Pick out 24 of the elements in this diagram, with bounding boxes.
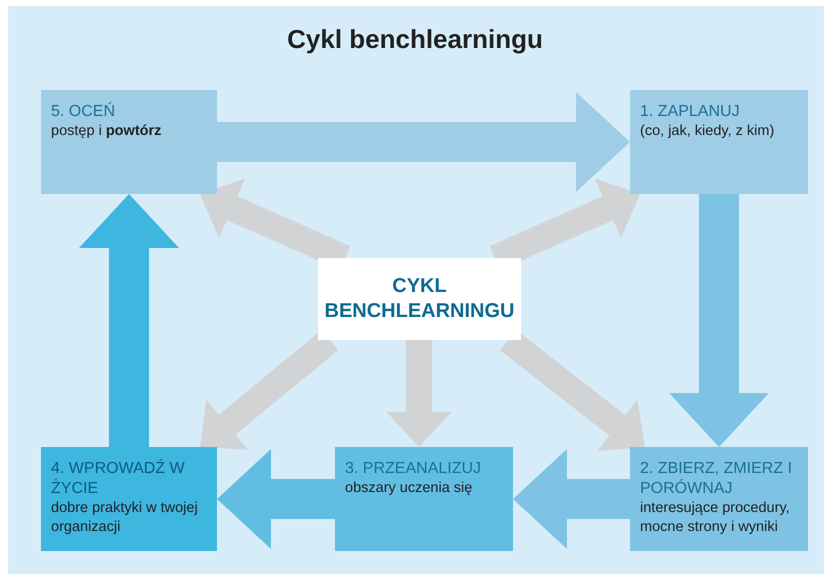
step-heading: CYKL BENCHLEARNINGU <box>324 274 514 324</box>
step-description: obszary uczenia się <box>345 479 474 498</box>
step-description: postęp i powtórz <box>51 122 162 141</box>
block-arrow <box>513 449 630 549</box>
step-box <box>41 90 217 194</box>
center-box <box>318 258 521 340</box>
step-heading: 2. ZBIERZ, ZMIERZ I PORÓWNAJ <box>640 459 794 499</box>
diagram-title: Cykl benchlearningu <box>286 24 544 55</box>
step-description: (co, jak, kiedy, z kim) <box>640 122 776 141</box>
block-arrow <box>217 449 335 549</box>
step-heading: 5. OCEŃ <box>51 102 116 122</box>
step-heading: 1. ZAPLANUJ <box>640 102 741 122</box>
block-arrow <box>669 194 769 447</box>
step-heading: 4. WPROWADŹ W ŻYCIE <box>51 459 186 499</box>
step-heading: 3. PRZEANALIZUJ <box>345 459 482 479</box>
step-box <box>41 447 217 551</box>
block-arrow <box>386 340 452 447</box>
step-description: dobre praktyki w twojej organizacji <box>51 499 199 537</box>
block-arrow <box>79 194 179 447</box>
step-box <box>630 447 808 551</box>
step-box <box>630 90 808 194</box>
step-description: interesujące procedury, mocne strony i wyniki <box>640 499 791 537</box>
block-arrow <box>217 92 630 192</box>
step-box <box>335 447 513 551</box>
